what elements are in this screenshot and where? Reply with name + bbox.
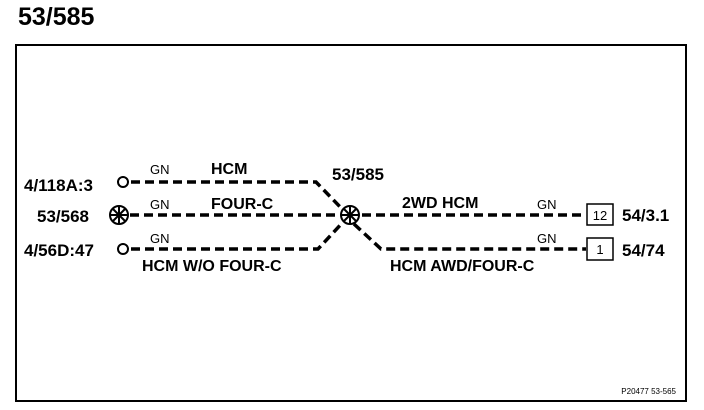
circuit-label-2wd-hcm: 2WD HCM: [402, 195, 478, 212]
pin-number: 1: [596, 242, 603, 257]
wire-hcm-wo-four-c: [131, 218, 347, 251]
terminal-label-54-74: 54/74: [622, 241, 665, 260]
wire-color-code: GN: [150, 231, 170, 246]
ground-splice-icon: [109, 205, 129, 225]
circuit-label-hcm: HCM: [211, 161, 247, 178]
wire-color-code: GN: [150, 197, 170, 212]
wire-color-code: GN: [150, 162, 170, 177]
pin-box: [586, 203, 614, 226]
circuit-label-four-c: FOUR-C: [211, 196, 274, 213]
wire-color-code: GN: [537, 231, 557, 246]
wire-hcm-awd-four-c: [352, 222, 586, 251]
wire-color-code: GN: [537, 197, 557, 212]
splice-label: 53/585: [332, 165, 384, 184]
splice-icon: [340, 205, 360, 225]
diagram-frame: [15, 44, 687, 402]
open-terminal-icon: [117, 243, 129, 255]
circuit-label-hcm-awd-four-c: HCM AWD/FOUR-C: [390, 258, 535, 275]
figure-code: P20477 53-565: [621, 387, 676, 396]
page-title: 53/585: [18, 3, 95, 31]
open-terminal-icon: [117, 176, 129, 188]
wire-hcm: [131, 180, 349, 216]
terminal-label-4-56d-47: 4/56D:47: [24, 241, 94, 260]
terminal-label-54-3-1: 54/3.1: [622, 206, 669, 225]
terminal-label-4-118a-3: 4/118A:3: [24, 176, 93, 195]
circuit-label-hcm-wo-four-c: HCM W/O FOUR-C: [142, 258, 282, 275]
terminal-label-53-568: 53/568: [37, 207, 89, 226]
pin-number: 12: [593, 208, 607, 223]
pin-box: [586, 237, 614, 261]
